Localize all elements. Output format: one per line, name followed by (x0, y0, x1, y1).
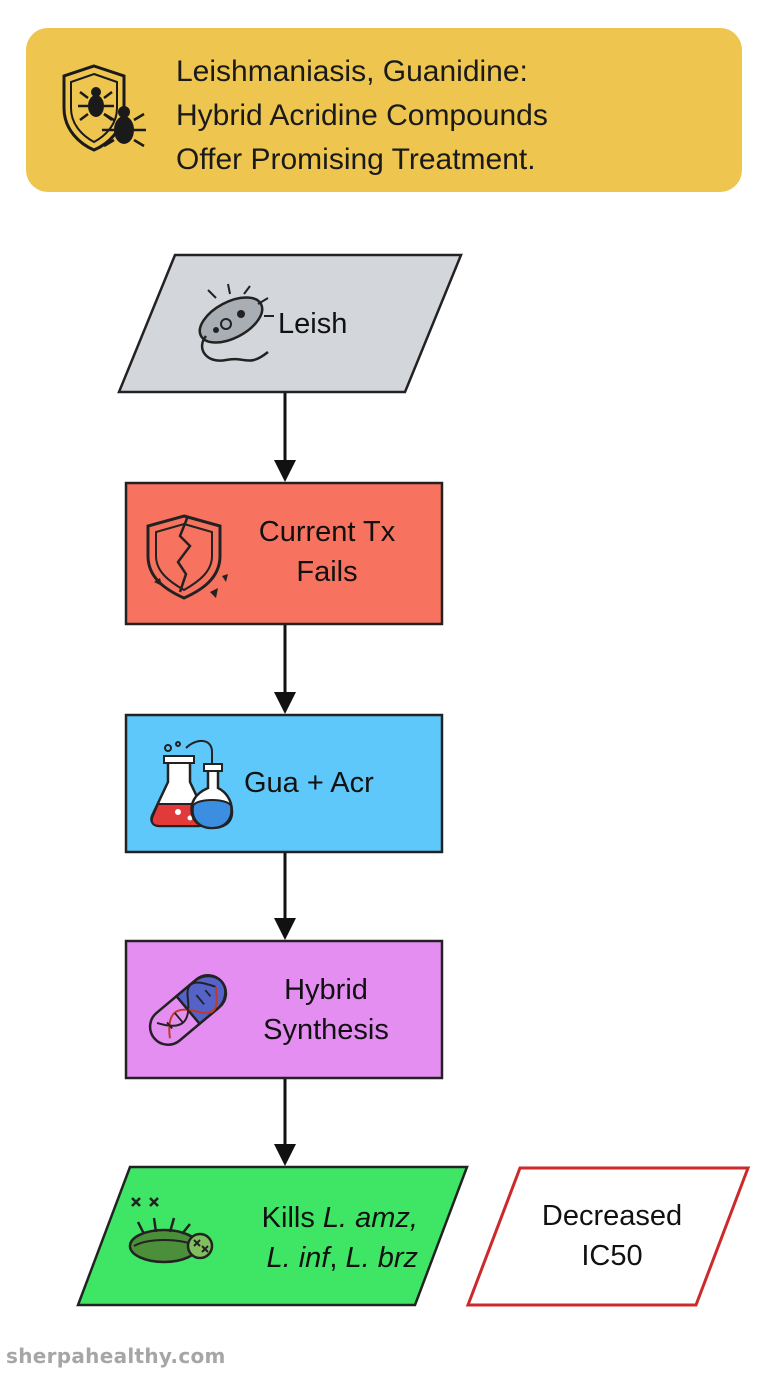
current-tx-line-2: Fails (296, 556, 358, 588)
leish-text: Leish (278, 308, 348, 340)
kills-species-brz: L. brz (345, 1242, 418, 1274)
kills-line-1: Kills L. amz, (218, 1198, 418, 1238)
arrowhead-4 (274, 1144, 296, 1166)
arrowhead-1 (274, 460, 296, 482)
shield-bugs-icon (62, 64, 146, 152)
title-line-2: Hybrid Acridine Compounds (176, 99, 548, 132)
node-kills-shape (76, 1165, 469, 1307)
title-line-3: Offer Promising Treatment. (176, 143, 536, 176)
kills-separator: , (329, 1242, 346, 1274)
node-ic50-label: Decreased IC50 (512, 1196, 712, 1276)
current-tx-line-1: Current Tx (258, 516, 396, 548)
kills-species-amz: L. amz, (322, 1202, 418, 1234)
parasite-icon (198, 283, 274, 362)
ic50-line-1: Decreased (541, 1200, 683, 1232)
node-hybrid-synthesis-label: Hybrid Synthesis (236, 970, 416, 1050)
broken-shield-icon (146, 514, 228, 600)
hybrid-line-2: Synthesis (263, 1014, 389, 1046)
node-current-tx-label: Current Tx Fails (232, 512, 422, 592)
kills-species-inf: L. inf (266, 1242, 330, 1274)
ic50-line-2: IC50 (581, 1240, 643, 1272)
title-banner: Leishmaniasis, Guanidine: Hybrid Acridin… (26, 28, 742, 192)
diagram-title: Leishmaniasis, Guanidine: Hybrid Acridin… (176, 50, 716, 182)
kills-plain: Kills (261, 1202, 323, 1234)
dna-capsule-icon (148, 974, 228, 1046)
gua-acr-text: Gua + Acr (244, 767, 374, 799)
node-leish-shape (117, 253, 463, 394)
node-gua-acr-label: Gua + Acr (244, 763, 424, 803)
title-line-1: Leishmaniasis, Guanidine: (176, 55, 528, 88)
node-kills-label: Kills L. amz, L. inf, L. brz (218, 1198, 418, 1278)
node-leish-label: Leish (278, 304, 398, 344)
dead-parasite-icon (128, 1197, 214, 1264)
flasks-icon (150, 740, 234, 830)
arrowhead-2 (274, 692, 296, 714)
kills-line-2: L. inf, L. brz (218, 1238, 418, 1278)
node-ic50-shape (465, 1166, 751, 1307)
hybrid-line-1: Hybrid (284, 974, 368, 1006)
watermark: sherpahealthy.com (6, 1344, 226, 1368)
arrowhead-3 (274, 918, 296, 940)
